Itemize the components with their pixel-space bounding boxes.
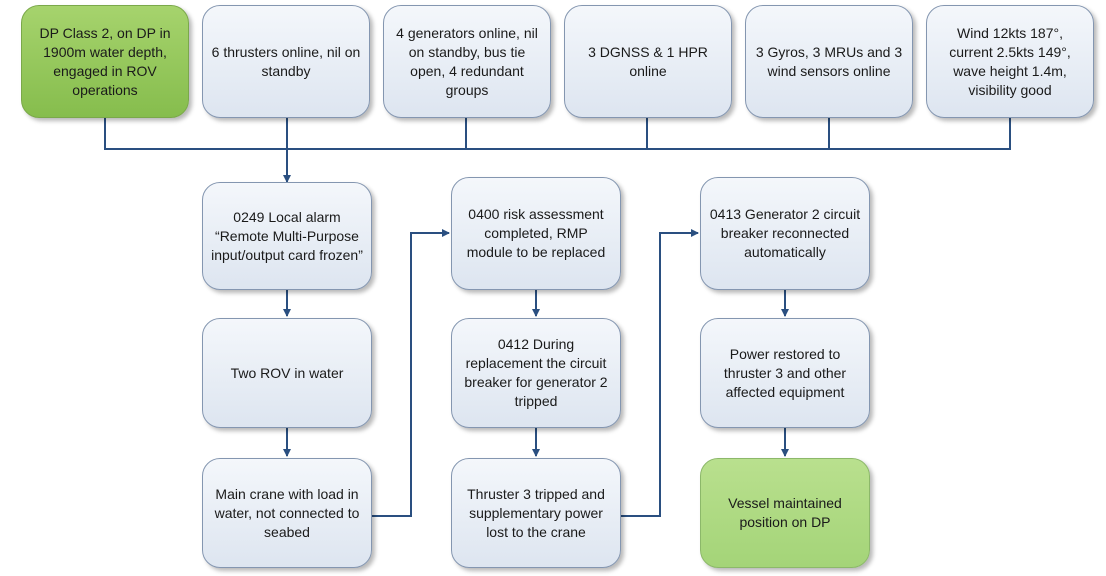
breaker-reconnect-box: 0413 Generator 2 circuit breaker reconne…	[700, 177, 870, 290]
rov-event-box: Two ROV in water	[202, 318, 372, 428]
risk-assessment-box: 0400 risk assessment completed, RMP modu…	[451, 177, 621, 290]
outcome-text: Vessel maintained position on DP	[728, 495, 842, 530]
sensors-status-box: 3 Gyros, 3 MRUs and 3 wind sensors onlin…	[745, 5, 913, 118]
arrow-thruster-to-generator	[621, 229, 699, 517]
thrusters-status-box: 6 thrusters online, nil on standby	[202, 5, 370, 118]
positioning-status-text: 3 DGNSS & 1 HPR online	[588, 43, 708, 79]
environment-status-text: Wind 12kts 187°, current 2.5kts 149°, wa…	[949, 24, 1071, 98]
breaker-reconnect-text: 0413 Generator 2 circuit breaker reconne…	[709, 206, 861, 260]
power-restored-text: Power restored to thruster 3 and other a…	[723, 345, 847, 400]
crane-event-box: Main crane with load in water, not conne…	[202, 458, 372, 568]
positioning-status-box: 3 DGNSS & 1 HPR online	[564, 5, 732, 118]
power-restored-box: Power restored to thruster 3 and other a…	[700, 318, 870, 428]
thruster-trip-text: Thruster 3 tripped and supplementary pow…	[467, 485, 605, 540]
alarm-event-text: 0249 Local alarm “Remote Multi-Purpose i…	[211, 208, 363, 263]
breaker-trip-text: 0412 During replacement the circuit brea…	[464, 336, 608, 409]
outcome-box: Vessel maintained position on DP	[700, 458, 870, 568]
breaker-trip-box: 0412 During replacement the circuit brea…	[451, 318, 621, 428]
thruster-trip-box: Thruster 3 tripped and supplementary pow…	[451, 458, 621, 568]
alarm-event-box: 0249 Local alarm “Remote Multi-Purpose i…	[202, 182, 372, 290]
risk-assessment-text: 0400 risk assessment completed, RMP modu…	[466, 206, 606, 260]
sensors-status-text: 3 Gyros, 3 MRUs and 3 wind sensors onlin…	[755, 43, 903, 79]
arrow-crane-to-risk	[372, 229, 450, 517]
thrusters-status-text: 6 thrusters online, nil on standby	[211, 43, 361, 79]
environment-status-box: Wind 12kts 187°, current 2.5kts 149°, wa…	[926, 5, 1094, 118]
generators-status-box: 4 generators online, nil on standby, bus…	[383, 5, 551, 118]
initial-status-text: DP Class 2, on DP in 1900m water depth, …	[39, 24, 171, 98]
crane-event-text: Main crane with load in water, not conne…	[214, 485, 360, 540]
initial-status-box: DP Class 2, on DP in 1900m water depth, …	[21, 5, 189, 118]
generators-status-text: 4 generators online, nil on standby, bus…	[396, 24, 538, 98]
rov-event-text: Two ROV in water	[230, 364, 344, 381]
